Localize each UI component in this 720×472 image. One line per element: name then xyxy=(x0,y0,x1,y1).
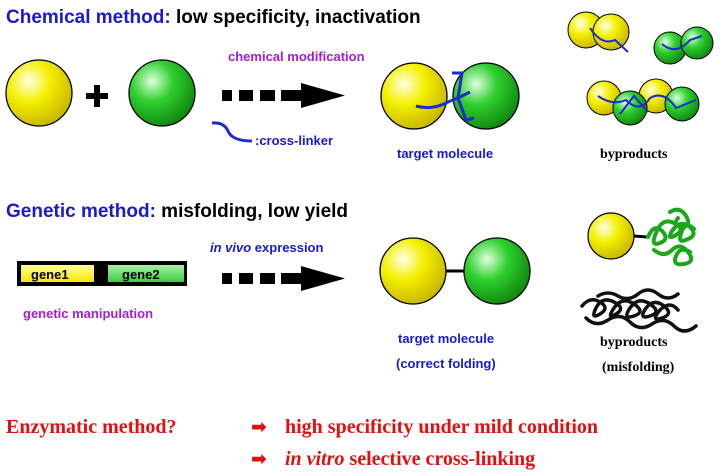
gene2-label: gene2 xyxy=(122,267,160,282)
chemical-target-molecule-label: target molecule xyxy=(397,146,493,161)
genetic-method-subtitle: misfolding, low yield xyxy=(156,201,348,222)
genetic-manipulation-label: genetic manipulation xyxy=(23,306,153,321)
fusion-yellow-sphere xyxy=(379,237,447,305)
gene-construct xyxy=(17,261,187,286)
plus-icon xyxy=(86,85,108,107)
target-green-sphere xyxy=(452,62,520,130)
enzymatic-point-cross-linking: in vitro selective cross-linking xyxy=(285,448,535,470)
genetic-method-heading: Genetic method: misfolding, low yield xyxy=(6,201,348,222)
gene1-label: gene1 xyxy=(31,267,69,282)
correct-folding-label: (correct folding) xyxy=(396,356,496,371)
chemical-byproducts-cluster xyxy=(567,11,714,126)
fusion-green-sphere xyxy=(463,237,531,305)
genetic-byproducts-label: byproducts xyxy=(600,335,668,350)
cross-linker-label: :cross-linker xyxy=(255,133,333,148)
misfolded-yellow-sphere xyxy=(587,212,635,260)
chemical-method-subtitle: low specificity, inactivation xyxy=(171,7,421,28)
enzymatic-method-question: Enzymatic method? xyxy=(6,416,177,438)
chemical-byproducts-label: byproducts xyxy=(600,147,668,162)
misfolding-label: (misfolding) xyxy=(602,360,675,375)
yellow-protein-sphere xyxy=(5,59,73,127)
cross-link-bond xyxy=(415,90,471,110)
chemical-method-title: Chemical method: xyxy=(6,7,171,28)
misfolded-green-chain xyxy=(646,207,696,267)
enzymatic-point-specificity: high specificity under mild condition xyxy=(285,416,598,438)
cross-link-bond xyxy=(456,97,475,122)
dashed-arrow-icon xyxy=(222,83,345,108)
cross-linker-icon xyxy=(211,121,253,143)
genetic-method-title: Genetic method: xyxy=(6,201,156,222)
misfolded-linker xyxy=(633,234,649,239)
cross-link-bond xyxy=(452,71,464,99)
misfolded-black-chain xyxy=(580,288,698,333)
target-yellow-sphere xyxy=(380,62,448,130)
right-arrow-icon: ➡ xyxy=(251,417,267,438)
chemical-modification-label: chemical modification xyxy=(228,49,365,64)
dashed-arrow-icon xyxy=(222,266,345,291)
genetic-target-molecule-label: target molecule xyxy=(398,331,494,346)
green-protein-sphere xyxy=(128,59,196,127)
in-vivo-expression-label: in vivo expression xyxy=(210,240,324,255)
chemical-method-heading: Chemical method: low specificity, inacti… xyxy=(6,7,421,28)
right-arrow-icon: ➡ xyxy=(251,449,267,470)
